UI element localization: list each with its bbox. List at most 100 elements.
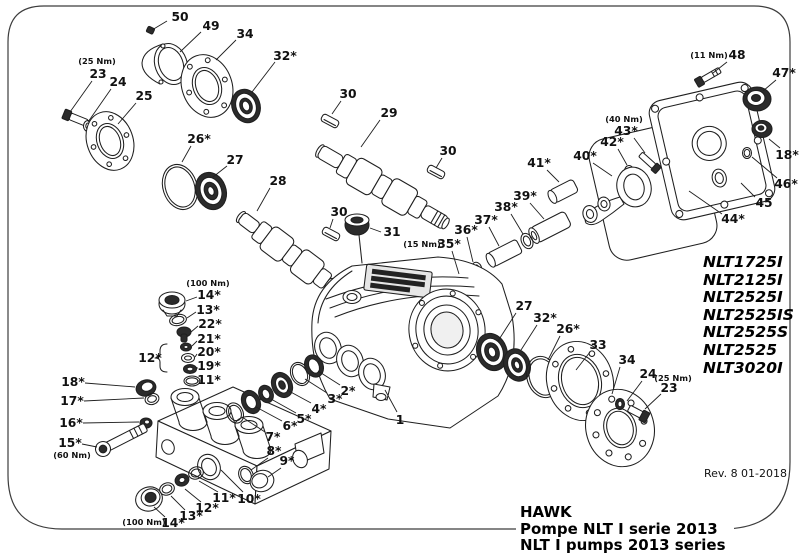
part-callout-13-star: 13*: [196, 303, 220, 317]
part-28-camshaft: [235, 210, 350, 301]
part-callout-48: 48: [728, 48, 745, 62]
part-callout-49: 49: [202, 19, 219, 33]
part-22-valve: [176, 326, 192, 343]
part-callout-30: 30: [439, 144, 456, 158]
leader-line: [547, 335, 561, 361]
brand-name: HAWK: [520, 503, 572, 521]
leader-line: [212, 165, 228, 178]
part-callout-40-star: 40*: [573, 149, 597, 163]
torque-note: (15 Nm): [403, 239, 441, 249]
part-18-plug-left: [135, 379, 157, 397]
torque-note: (40 Nm): [605, 114, 643, 124]
part-callout-46-star: 46*: [774, 177, 798, 191]
leader-line: [82, 421, 140, 424]
leader-line: [304, 378, 328, 394]
leader-line: [546, 169, 560, 183]
part-callout-8-star: 8*: [267, 444, 283, 458]
part-callout-27: 27: [515, 299, 532, 313]
title-english: NLT I pumps 2013 series: [520, 536, 726, 554]
part-callout-12-star: 12*: [195, 501, 219, 515]
leader-line: [186, 311, 197, 319]
part-callout-10-star: 10*: [237, 492, 261, 506]
leader-line: [626, 380, 643, 402]
part-callout-39-star: 39*: [513, 189, 537, 203]
part-37-plunger: [485, 239, 523, 268]
part-callout-32-star: 32*: [533, 311, 557, 325]
part-15-bolt: [94, 423, 148, 458]
title-block: HAWK Pompe NLT I serie 2013 NLT I pumps …: [516, 503, 734, 555]
torque-note: (100 Nm): [186, 278, 230, 288]
part-callout-33: 33: [589, 338, 606, 352]
revision-text: Rev. 8 01-2018: [704, 467, 788, 480]
part-23-screw-topleft: [61, 108, 89, 127]
model-item: NLT2525IS: [703, 305, 794, 324]
part-6-seal: [240, 389, 262, 415]
part-1-crankcase: [311, 256, 515, 429]
leader-line: [329, 218, 334, 229]
part-callout-36-star: 36*: [454, 223, 478, 237]
part-callout-22-star: 22*: [198, 317, 222, 331]
part-callout-50: 50: [171, 10, 188, 24]
leader-line: [617, 148, 628, 166]
leader-line: [191, 340, 198, 347]
part-callout-28: 28: [269, 174, 286, 188]
part-callout-11-star: 11*: [197, 373, 221, 387]
leader-line: [633, 137, 646, 154]
leader-line: [170, 495, 186, 511]
part-callout-31: 31: [383, 225, 400, 239]
leader-line: [510, 213, 524, 235]
part-25-flange: [85, 111, 135, 171]
torque-note: (25 Nm): [78, 56, 116, 66]
part-18-plug-right: [751, 119, 773, 139]
part-callout-2-star: 2*: [341, 384, 357, 398]
part-callout-30: 30: [330, 205, 347, 219]
leader-line: [644, 393, 662, 410]
leader-line: [255, 406, 283, 422]
leader-line: [185, 296, 198, 302]
part-40-connecting-rod: [582, 166, 652, 226]
part-callout-38-star: 38*: [494, 200, 518, 214]
part-callout-18-star: 18*: [61, 375, 85, 389]
leader-line: [81, 443, 98, 448]
title-italian: Pompe NLT I serie 2013: [520, 519, 718, 538]
leader-line: [267, 467, 282, 478]
part-callout-21-star: 21*: [197, 332, 221, 346]
part-callout-18-star: 18*: [775, 148, 799, 162]
part-17-oring-left: [144, 392, 160, 406]
part-callout-29: 29: [380, 106, 397, 120]
part-callout-43-star: 43*: [614, 124, 638, 138]
part-27-bearing-right: [475, 332, 509, 372]
leader-line: [179, 31, 202, 53]
leader-line: [611, 366, 621, 395]
part-callout-42-star: 42*: [600, 135, 624, 149]
part-13-oring-left: [169, 313, 187, 327]
part-manifold-block: [155, 386, 332, 505]
part-43-screw: [638, 152, 662, 174]
leader-line: [751, 156, 778, 179]
part-callout-30: 30: [339, 87, 356, 101]
bracket-12: [154, 343, 168, 373]
model-item: NLT2525S: [703, 323, 789, 342]
part-callout-11-star: 11*: [212, 491, 236, 505]
part-48-screw: [694, 67, 722, 88]
part-14-plug-bottom: [135, 486, 163, 512]
model-item: NLT1725I: [703, 253, 783, 271]
leader-line: [270, 398, 297, 414]
part-34-flange-left: [180, 54, 234, 118]
part-callout-14-star: 14*: [161, 516, 185, 530]
part-callout-32-star: 32*: [273, 49, 297, 63]
part-callout-45: 45: [755, 196, 772, 210]
part-41-pin: [547, 179, 579, 204]
part-46-oring: [741, 146, 753, 160]
leader-line: [317, 370, 341, 386]
part-30-key: [426, 164, 446, 180]
part-callout-41-star: 41*: [527, 156, 551, 170]
leader-line: [688, 190, 723, 215]
part-32-seal-right: [503, 348, 531, 382]
part-callout-44-star: 44*: [721, 212, 745, 226]
part-31-dipstick: [344, 213, 370, 264]
part-callout-26-star: 26*: [187, 132, 211, 146]
part-callout-16-star: 16*: [59, 416, 83, 430]
part-callout-20-star: 20*: [197, 345, 221, 359]
